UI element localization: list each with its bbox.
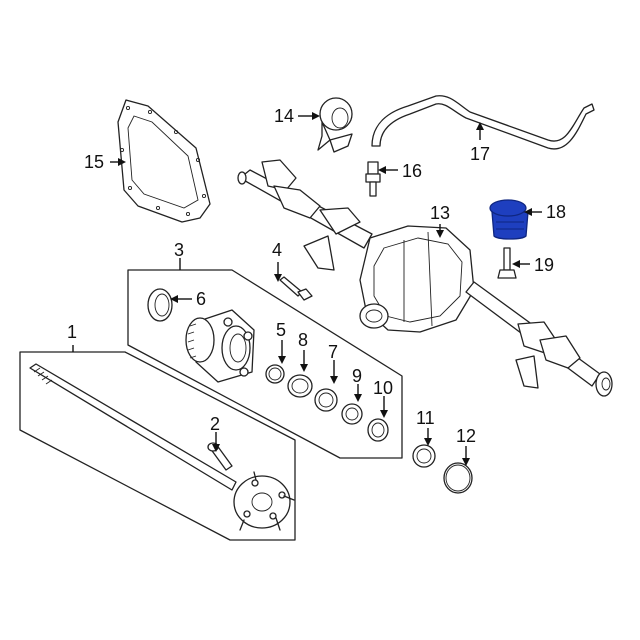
wheel-bearing[interactable] — [314, 388, 338, 412]
callout-12: 12 — [456, 426, 476, 446]
callout-2: 2 — [210, 414, 220, 434]
bearing-group-box — [127, 269, 403, 459]
callout-14: 14 — [274, 106, 294, 126]
callout-10: 10 — [373, 378, 393, 398]
axle-housing[interactable] — [237, 159, 613, 397]
differential-cover[interactable] — [117, 99, 211, 223]
outer-seal[interactable] — [367, 418, 389, 442]
callout-15: 15 — [84, 152, 104, 172]
callout-3: 3 — [174, 240, 184, 260]
callout-16: 16 — [402, 161, 422, 181]
wheel-hub-carrier[interactable] — [185, 309, 255, 383]
wheel-stud[interactable] — [207, 442, 233, 471]
snap-ring[interactable] — [265, 364, 285, 384]
callout-6: 6 — [196, 289, 206, 309]
callout-labels: 1 2 3 4 5 6 7 8 9 10 11 12 13 14 15 16 1… — [67, 106, 566, 446]
highlighted-bushing[interactable] — [489, 199, 529, 240]
inner-seal[interactable] — [412, 444, 436, 468]
callout-7: 7 — [328, 342, 338, 362]
callout-13: 13 — [430, 203, 450, 223]
axle-bumper[interactable] — [317, 97, 353, 153]
mounting-bolt[interactable] — [497, 247, 517, 279]
callout-19: 19 — [534, 255, 554, 275]
o-ring[interactable] — [443, 462, 473, 494]
callout-5: 5 — [276, 320, 286, 340]
callout-17: 17 — [470, 144, 490, 164]
callout-11: 11 — [416, 408, 435, 428]
callout-arrows — [72, 112, 542, 466]
callout-18: 18 — [546, 202, 566, 222]
axle-shaft-group-box — [19, 351, 296, 541]
axle-bolt[interactable] — [279, 276, 313, 301]
bearing-race[interactable] — [287, 374, 313, 398]
callout-9: 9 — [352, 366, 362, 386]
callout-4: 4 — [272, 240, 282, 260]
axle-seal[interactable] — [147, 288, 173, 322]
axle-shaft[interactable] — [29, 363, 295, 531]
axle-vent[interactable] — [365, 161, 381, 197]
callout-1: 1 — [67, 322, 77, 342]
vent-hose[interactable] — [371, 95, 595, 150]
retainer-ring[interactable] — [341, 403, 363, 425]
callout-8: 8 — [298, 330, 308, 350]
